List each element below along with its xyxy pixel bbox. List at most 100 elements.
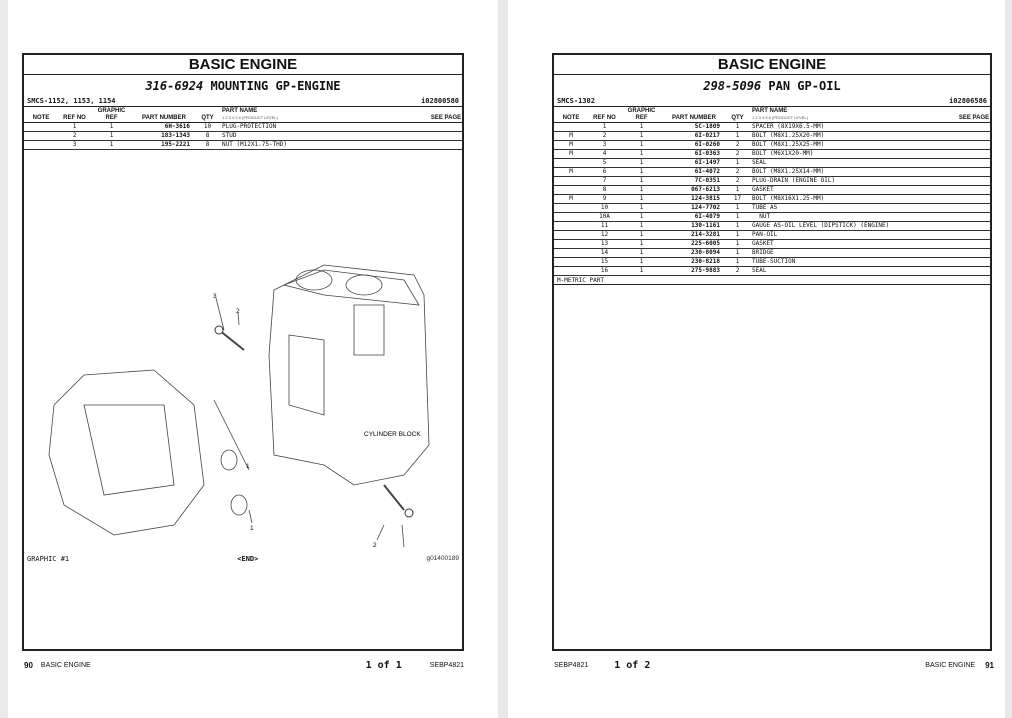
table-row: 13 1 225-6005 1 GASKET [554, 239, 990, 249]
note: M [554, 140, 588, 150]
part-name: PLUG-PROTECTION [219, 122, 430, 132]
part-number: 6I-0217 [662, 131, 726, 141]
ref-no: 7 [588, 176, 621, 186]
cylinder-block-label: CYLINDER BLOCK [364, 431, 421, 438]
see-page [958, 167, 990, 177]
metric-note: M-METRIC PART [554, 276, 990, 285]
callout-2: 2 [373, 542, 377, 549]
note [554, 248, 588, 258]
qty: 1 [726, 122, 749, 132]
qty: 1 [726, 239, 749, 249]
col-qty: QTY [196, 107, 219, 123]
see-page [958, 212, 990, 222]
note [24, 131, 58, 141]
table-row: M 3 1 6I-0260 2 BOLT (M8X1.25X25-MM) [554, 140, 990, 150]
qty: 1 [726, 185, 749, 195]
graphic-ref: 1 [621, 230, 662, 240]
graphic-ref: 1 [621, 221, 662, 231]
qty: 2 [726, 149, 749, 159]
col-see-page: SEE PAGE [958, 107, 990, 123]
part-name: BOLT (M8X16X1.25-MM) [749, 194, 958, 204]
qty: 2 [726, 167, 749, 177]
graphic-ref: 1 [621, 203, 662, 213]
ref-no: 4 [588, 149, 621, 159]
col-ref-no: REF NO [588, 107, 621, 123]
note [554, 266, 588, 276]
ref-no: 1 [58, 122, 91, 132]
graphic-ref: 1 [621, 167, 662, 177]
part-name: PLUG-DRAIN (ENGINE OIL) [749, 176, 958, 186]
table-row: 10 1 124-7702 1 TUBE AS [554, 203, 990, 213]
graphic-caption: GRAPHIC #1 [27, 555, 70, 563]
note [554, 221, 588, 231]
table-row: M 6 1 6I-4072 2 BOLT (M8X1.25X14-MM) [554, 167, 990, 177]
part-number: 130-1161 [662, 221, 726, 231]
see-page [958, 221, 990, 231]
graphic-ref: 1 [91, 140, 132, 150]
part-number: 183-1343 [132, 131, 196, 141]
note [554, 176, 588, 186]
graphic-ref: 1 [621, 239, 662, 249]
ref-no: 11 [588, 221, 621, 231]
group-title: 316-6924 MOUNTING GP-ENGINE [24, 75, 462, 95]
ref-no: 2 [58, 131, 91, 141]
table-row: 15 1 230-8218 1 TUBE-SUCTION [554, 257, 990, 267]
note: M [554, 149, 588, 159]
engine-illustration: 1 2 3 1 2 3 CYLINDER BLOCK [48, 264, 430, 549]
part-number: 6I-1497 [662, 158, 726, 168]
col-ref-no: REF NO [58, 107, 91, 123]
qty: 1 [726, 212, 749, 222]
see-page [958, 203, 990, 213]
end-marker: <END> [237, 555, 259, 563]
part-name: GASKET [749, 239, 958, 249]
part-number: 225-6005 [662, 239, 726, 249]
qty: 1 [726, 248, 749, 258]
table-row: 14 1 230-8094 1 BRIDGE [554, 248, 990, 258]
col-note: NOTE [24, 107, 58, 123]
illustration-id: i02800580 [421, 97, 459, 105]
part-name: NUT (M12X1.75-THD) [219, 140, 430, 150]
see-page [958, 266, 990, 276]
table-row: M 9 1 124-3815 17 BOLT (M8X16X1.25-MM) [554, 194, 990, 204]
qty: 1 [726, 203, 749, 213]
see-page [430, 140, 462, 150]
see-page [958, 176, 990, 186]
part-name: SEAL [749, 158, 958, 168]
part-number: 195-2221 [132, 140, 196, 150]
ref-no: 3 [58, 140, 91, 150]
see-page [958, 185, 990, 195]
see-page [958, 122, 990, 132]
table-row: 11 1 130-1161 1 GAUGE AS-OIL LEVEL (DIPS… [554, 221, 990, 231]
part-name: NUT [749, 212, 958, 222]
graphic-id: g01400189 [426, 555, 459, 562]
parts-sheet: BASIC ENGINE 316-6924 MOUNTING GP-ENGINE… [22, 53, 464, 651]
graphic-ref: 1 [621, 176, 662, 186]
page-number: 91 [985, 661, 994, 670]
qty: 2 [726, 140, 749, 150]
parts-sheet: BASIC ENGINE 298-5096 PAN GP-OIL SMCS-13… [552, 53, 992, 651]
table-row: 8 1 067-6213 1 GASKET [554, 185, 990, 195]
left-page: BASIC ENGINE 316-6924 MOUNTING GP-ENGINE… [8, 0, 498, 718]
ref-no: 6 [588, 167, 621, 177]
ref-no: 5 [588, 158, 621, 168]
callout-1: 1 [250, 525, 254, 532]
col-note: NOTE [554, 107, 588, 123]
see-page [958, 230, 990, 240]
table-row: 1 1 5C-1809 1 SPACER (8X19X6.5-MM) [554, 122, 990, 132]
doc-number: SEBP4821 [429, 662, 464, 669]
callout-3: 3 [213, 293, 217, 300]
parts-table: NOTE REF NO GRAPHIC REF PART NUMBER QTY … [24, 107, 462, 150]
see-page [958, 158, 990, 168]
graphic-ref: 1 [621, 122, 662, 132]
part-name: PAN-OIL [749, 230, 958, 240]
part-name: SEAL [749, 266, 958, 276]
table-row: 1 1 6H-3616 10 PLUG-PROTECTION [24, 122, 462, 132]
group-number: 316-6924 [145, 79, 204, 93]
part-name: TUBE-SUCTION [749, 257, 958, 267]
graphic-ref: 1 [621, 140, 662, 150]
graphic-ref: 1 [621, 158, 662, 168]
callout-1: 1 [246, 463, 250, 470]
note [554, 257, 588, 267]
part-name: BOLT (M8X1.25X25-MM) [749, 140, 958, 150]
illustration-id: i02806586 [949, 97, 987, 105]
